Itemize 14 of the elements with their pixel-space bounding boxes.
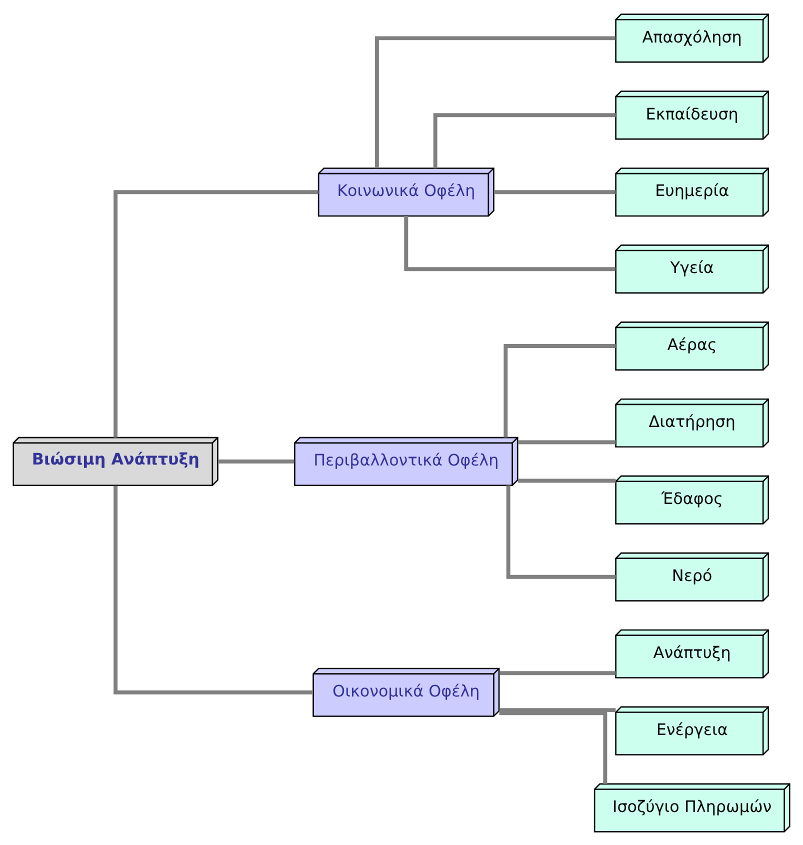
connector xyxy=(518,478,616,482)
connector xyxy=(433,112,616,168)
connector xyxy=(506,484,616,578)
connector xyxy=(404,216,616,271)
connector xyxy=(518,440,616,444)
connector xyxy=(374,36,616,168)
connector xyxy=(114,485,313,694)
connector xyxy=(114,190,319,438)
connector xyxy=(499,670,616,675)
connector xyxy=(504,344,616,438)
connector xyxy=(499,708,616,712)
connector xyxy=(218,459,294,463)
connector xyxy=(499,710,608,784)
connector xyxy=(494,190,616,194)
